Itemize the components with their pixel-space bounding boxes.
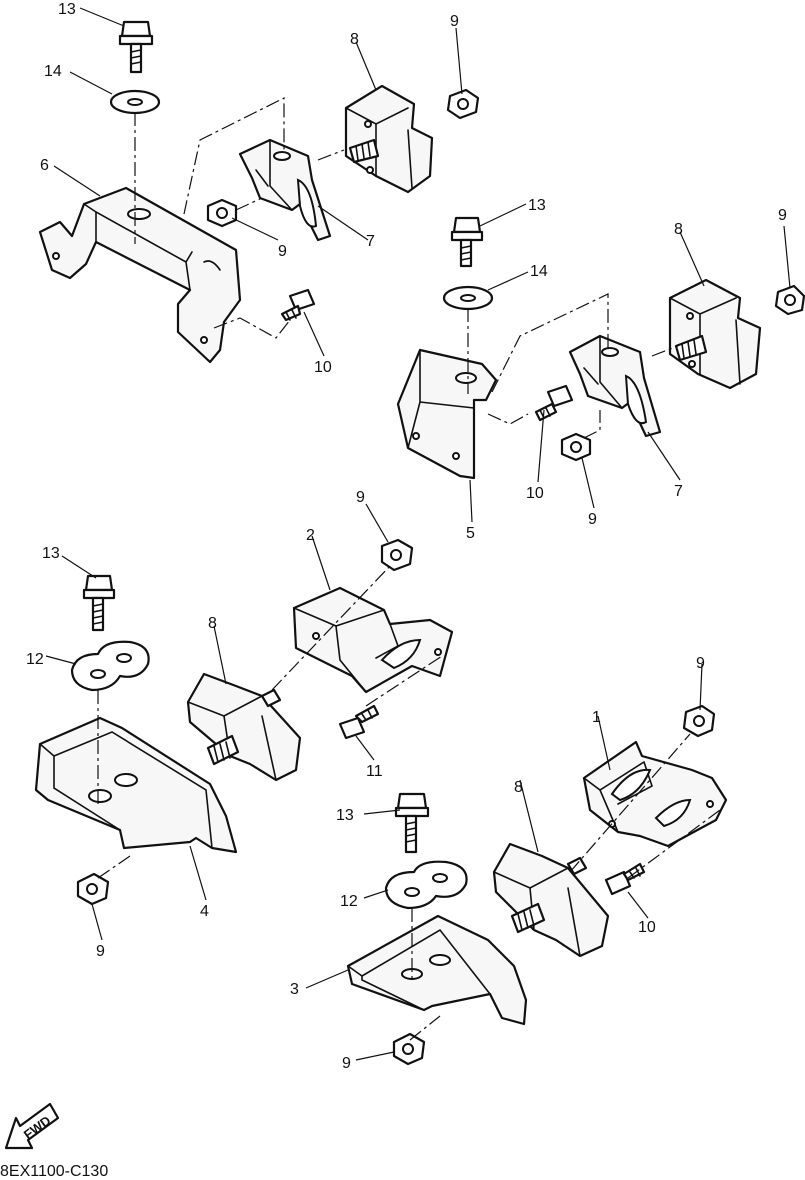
nut-9-h <box>392 1032 426 1066</box>
bolt-10-top-left <box>280 288 316 322</box>
callout-13: 13 <box>58 1 76 18</box>
callout-12: 12 <box>340 893 358 910</box>
damper-8-top-right <box>668 278 762 390</box>
bracket-1 <box>582 740 728 848</box>
callout-9: 9 <box>342 1055 351 1072</box>
damper-8-middle-left <box>186 672 302 782</box>
bolt-10-top-right <box>534 384 574 422</box>
callout-13: 13 <box>42 545 60 562</box>
bracket-7-top-left <box>238 138 332 242</box>
callout-8: 8 <box>514 779 523 796</box>
nut-9-e <box>380 538 414 572</box>
callout-3: 3 <box>290 981 299 998</box>
bracket-2 <box>292 586 454 694</box>
bolt-13-top-left <box>118 20 154 74</box>
callout-9: 9 <box>450 13 459 30</box>
callout-11: 11 <box>366 763 383 780</box>
bracket-4 <box>34 716 238 854</box>
washer-14-top-left <box>109 89 161 115</box>
callout-9: 9 <box>96 943 105 960</box>
callout-13: 13 <box>336 807 354 824</box>
washer-14-top-right <box>442 285 494 311</box>
callout-9: 9 <box>696 655 705 672</box>
callout-10: 10 <box>638 919 656 936</box>
callout-labels: 13 14 6 8 9 9 7 10 13 14 8 9 10 9 7 5 9 … <box>26 1 787 1072</box>
callout-9: 9 <box>778 207 787 224</box>
leader-lines <box>45 7 791 1061</box>
callout-7: 7 <box>674 483 683 500</box>
callout-5: 5 <box>466 525 475 542</box>
bolt-13-top-right <box>450 216 484 268</box>
callout-6: 6 <box>40 157 49 174</box>
callout-9: 9 <box>278 243 287 260</box>
callout-9: 9 <box>588 511 597 528</box>
bolt-13-middle-left <box>82 574 116 632</box>
callout-9: 9 <box>356 489 365 506</box>
nut-9-c <box>774 284 805 316</box>
drawing-code: 8EX1100-C130 <box>0 1163 108 1180</box>
callout-14: 14 <box>44 63 62 80</box>
bolt-11 <box>338 704 380 740</box>
bracket-5 <box>396 348 498 480</box>
callout-2: 2 <box>306 527 315 544</box>
callout-13: 13 <box>528 197 546 214</box>
callout-4: 4 <box>200 903 209 920</box>
nut-9-f <box>76 872 110 906</box>
damper-8-bottom-right <box>492 842 610 958</box>
bracket-3 <box>346 914 528 1026</box>
callout-7: 7 <box>366 233 375 250</box>
nut-9-d <box>560 432 592 462</box>
bracket-7-top-right <box>568 334 662 438</box>
callout-8: 8 <box>208 615 217 632</box>
nut-9-g <box>682 704 716 738</box>
nut-9-a <box>446 88 480 120</box>
callout-8: 8 <box>350 31 359 48</box>
bracket-6 <box>38 186 242 364</box>
plate-12-bottom-right <box>384 860 468 910</box>
callout-8: 8 <box>674 221 683 238</box>
nut-9-b <box>206 198 238 228</box>
damper-8-top-left <box>344 84 434 194</box>
bolt-10-bottom-right <box>604 862 646 896</box>
callout-10: 10 <box>526 485 544 502</box>
callout-14: 14 <box>530 263 548 280</box>
callout-1: 1 <box>592 709 601 726</box>
plate-12-middle-left <box>70 640 150 692</box>
fwd-direction-arrow: FWD <box>4 1102 60 1150</box>
callout-12: 12 <box>26 651 44 668</box>
bolt-13-bottom-right <box>394 792 430 854</box>
callout-10: 10 <box>314 359 332 376</box>
